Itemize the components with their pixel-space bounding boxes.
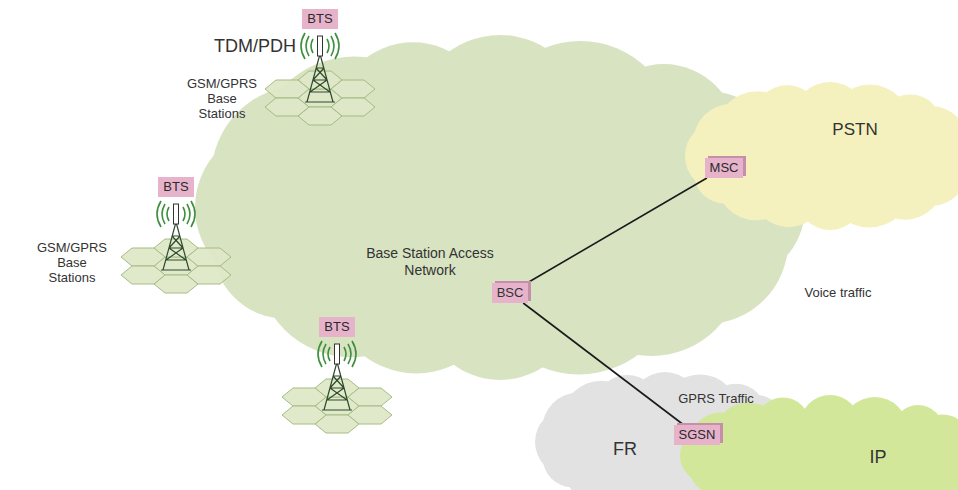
cloud-label: PSTN [810,120,900,140]
group-label: GSM/GPRS Base Stations [185,76,259,121]
cloud-label: Base Station Access Network [365,245,495,279]
bts-box: BTS [319,317,354,337]
group-label: GSM/GPRS Base Stations [35,240,109,285]
bts-box: BTS [158,177,193,197]
cloud-label: IP [848,446,908,468]
tower-with-cells [265,33,375,125]
bts-box: BTS [302,9,337,29]
box-label: BTS [163,179,188,195]
box-label: BTS [307,11,332,27]
cloud-outline [535,372,795,490]
cloud-label: FR [595,438,655,460]
traffic-label: GPRS Traffic [661,391,771,406]
fr-cloud: FR [535,372,795,490]
ip-cloud: IP [680,395,958,490]
msc-box: MSC [705,158,744,178]
network-cloud: Base Station Access NetworkBSC TDM/PDH [195,35,805,380]
traffic-label: Voice traffic [783,285,893,300]
cloud-outline [680,395,958,490]
tower-with-cells [282,341,392,433]
box-label: BSC [497,285,524,301]
cloud-label: TDM/PDH [195,35,315,57]
box-label: MSC [710,160,739,176]
bsc-box: BSC [492,283,529,303]
box-label: SGSN [679,427,716,443]
pstn-cloud: PSTN [685,82,958,230]
cloud-outline [685,82,958,230]
cloud-outline [195,35,805,380]
box-label: BTS [324,319,349,335]
sgsn-box: SGSN [674,425,721,445]
tower-with-cells [121,201,231,293]
